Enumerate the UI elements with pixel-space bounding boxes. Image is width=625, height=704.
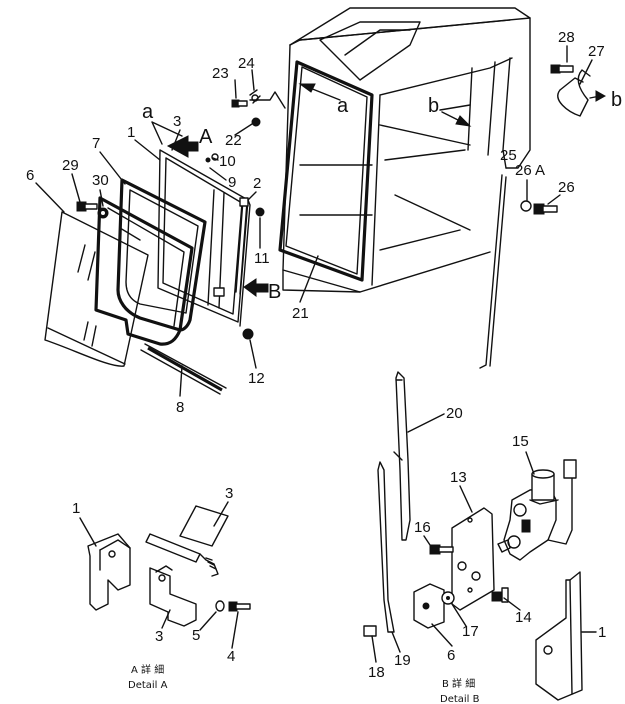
- washer-11: [255, 207, 265, 217]
- detail-b-callout-20: 20: [446, 405, 463, 422]
- window-seal: [94, 196, 194, 346]
- ref-letter-b-handle: b: [611, 89, 622, 111]
- arrow-a-cab: [298, 83, 341, 101]
- callout-22: 22: [225, 132, 242, 149]
- detail-b-callout-17: 17: [462, 623, 479, 640]
- glass-pane-6: [44, 211, 149, 367]
- leader-24-hinge: [249, 91, 286, 109]
- leader-a-door: [151, 121, 183, 145]
- callout-23: 23: [212, 65, 229, 82]
- callout-11: 11: [254, 250, 270, 267]
- door-opening-seal: [278, 60, 374, 282]
- callout-3: 3: [173, 113, 181, 130]
- callout-6: 6: [26, 167, 34, 184]
- callout-12: 12: [248, 370, 265, 387]
- washer-30: [97, 207, 109, 219]
- callout-25: 25: [500, 147, 517, 164]
- callout-7: 7: [92, 135, 100, 152]
- rubber-strip-8: [140, 343, 227, 395]
- detail-b-leaders: [371, 413, 597, 663]
- bolt-29: [76, 201, 98, 212]
- callout-24: 24: [238, 55, 255, 72]
- ref-letter-a-door: a: [142, 101, 154, 123]
- detail-b-callout-18: 18: [368, 664, 385, 681]
- ref-letter-b-cab: b: [428, 95, 439, 117]
- callout-27: 27: [588, 43, 605, 60]
- rod-25: [479, 174, 507, 369]
- callout-1: 1: [127, 124, 135, 141]
- callout-10: 10: [219, 153, 236, 170]
- callout-30: 30: [92, 172, 109, 189]
- detail-letter-a: A: [199, 126, 213, 148]
- washer-26a: [520, 200, 532, 212]
- detail-b-callout-14: 14: [515, 609, 532, 626]
- arrow-b-cab: [441, 111, 472, 127]
- detail-a-callout-3b: 3: [155, 628, 163, 645]
- bolt-23: [231, 99, 248, 108]
- detail-b-caption-en: Detail B: [440, 694, 480, 704]
- bolt-28: [550, 64, 574, 74]
- nut-10: [205, 153, 219, 163]
- callout-8: 8: [176, 399, 184, 416]
- ref-letter-a-cab: a: [337, 95, 349, 117]
- leader-lines-main: [35, 69, 319, 397]
- callout-29: 29: [62, 157, 79, 174]
- detail-b-callout-13: 13: [450, 469, 467, 486]
- callout-21: 21: [292, 305, 309, 322]
- detail-b-drawing: [363, 371, 583, 701]
- washer-22: [251, 117, 261, 127]
- detail-b-caption-jp: B 詳 細: [442, 677, 475, 690]
- detail-a-leaders: [79, 501, 239, 649]
- detail-b-callout-1: 1: [598, 624, 606, 641]
- detail-a-caption-jp: A 詳 細: [131, 663, 164, 676]
- callout-9: 9: [228, 174, 236, 191]
- detail-a-callout-4: 4: [227, 648, 235, 665]
- detail-b-callout-15: 15: [512, 433, 529, 450]
- detail-b-callout-19: 19: [394, 652, 411, 669]
- callout-28: 28: [558, 29, 575, 46]
- arrow-detail-a: [166, 135, 199, 158]
- handle-bracket: [557, 69, 607, 117]
- slider-bar-2: [235, 197, 249, 295]
- detail-a-callout-1: 1: [72, 500, 80, 517]
- nut-24: [249, 89, 261, 104]
- detail-b-callout-16: 16: [414, 519, 431, 536]
- bolt-26: [533, 203, 558, 215]
- callout-26: 26: [558, 179, 575, 196]
- arrow-detail-b: [243, 278, 269, 297]
- detail-letter-b: B: [268, 281, 281, 303]
- cab-frame: [282, 7, 531, 293]
- detail-a-callout-3a: 3: [225, 485, 233, 502]
- detail-a-drawing: [87, 505, 251, 627]
- detail-b-callout-6: 6: [447, 647, 455, 664]
- nut-12: [242, 328, 254, 340]
- callout-26a: 26 A: [515, 162, 545, 179]
- callout-2: 2: [253, 175, 261, 192]
- detail-a-caption-en: Detail A: [128, 680, 168, 691]
- detail-a-callout-5: 5: [192, 627, 200, 644]
